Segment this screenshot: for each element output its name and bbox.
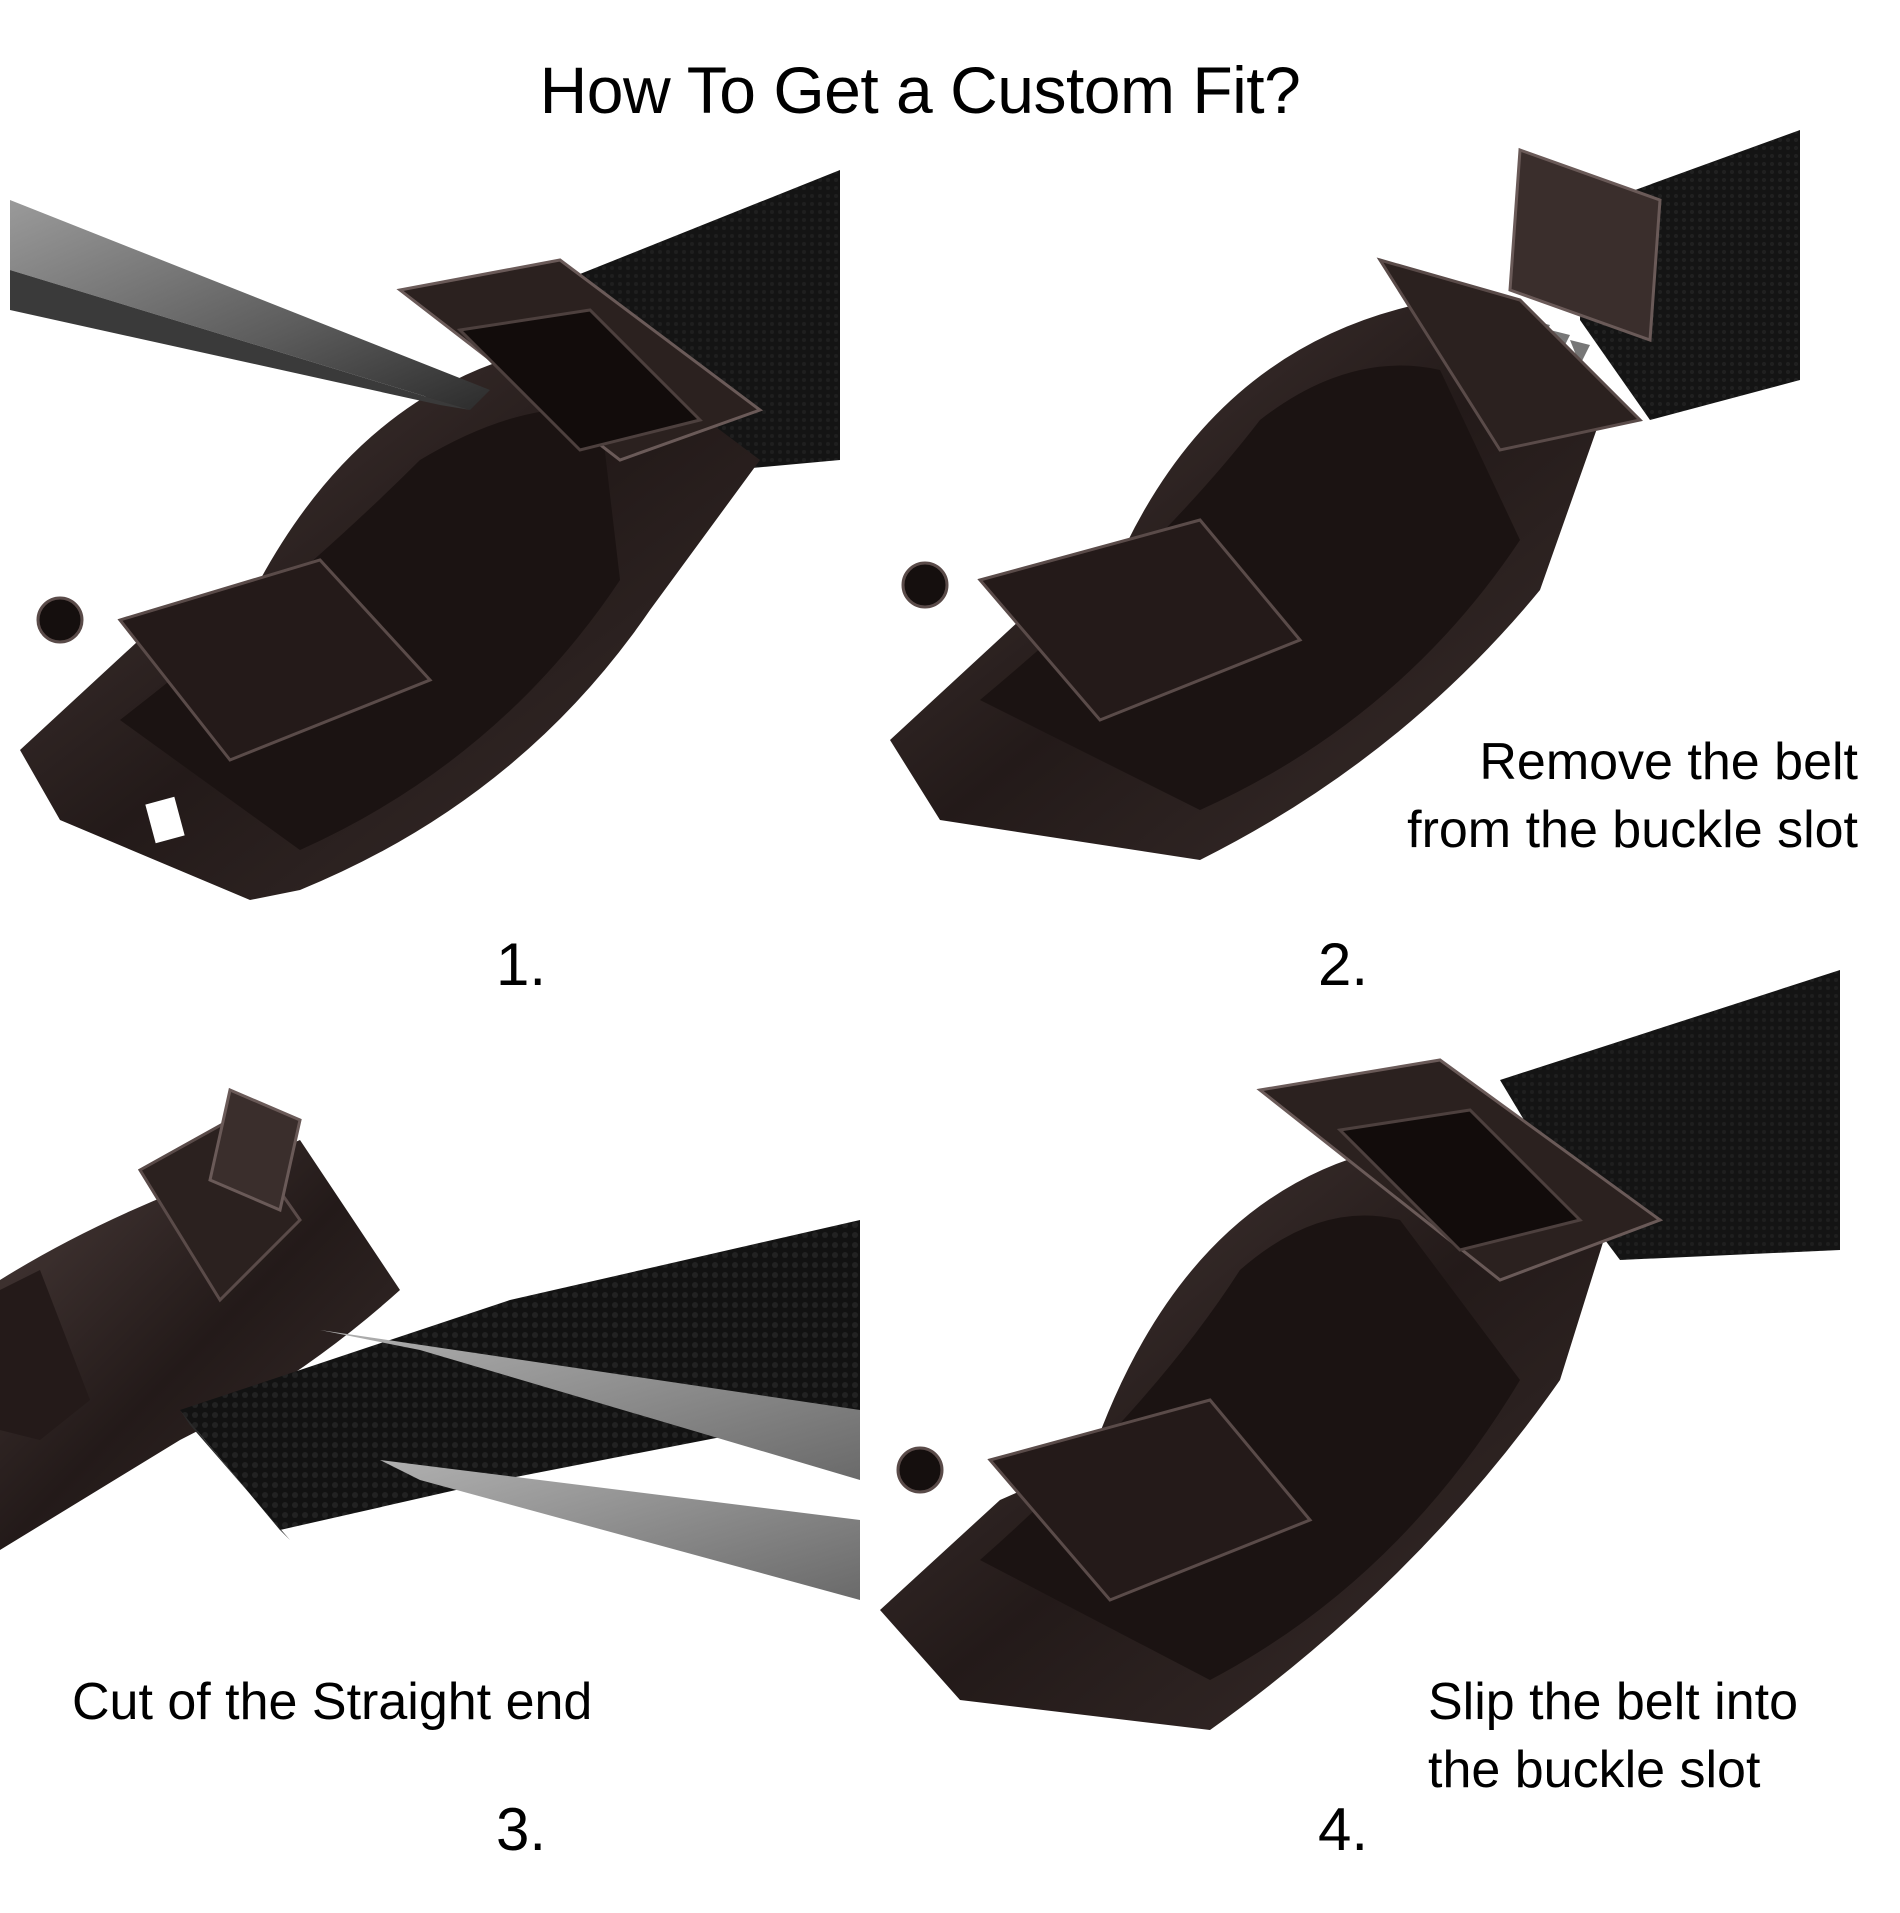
step-4-image (880, 960, 1880, 1780)
step-2-number: 2. (1318, 931, 1369, 998)
step-2-image (880, 120, 1880, 900)
scissors-blade-top (320, 1330, 860, 1480)
buckle-clamp-flap (208, 1087, 302, 1213)
buckle-knob (896, 1446, 944, 1494)
caption-line: Slip the belt into (1428, 1673, 1799, 1731)
buckle-knob (901, 561, 949, 609)
page-title: How To Get a Custom Fit? (539, 53, 1301, 127)
buckle-clamp-flap (1508, 147, 1662, 343)
buckle-closed-illustration (880, 970, 1840, 1730)
step-4-caption: Slip the belt into the buckle slot (1428, 1668, 1798, 1804)
buckle-knob (36, 596, 84, 644)
step-3-caption: Cut of the Straight end (72, 1673, 593, 1731)
buckle-frame (0, 1140, 400, 1550)
scissors-cutting-illustration (0, 1087, 860, 1600)
step-1-image (0, 160, 860, 920)
scissors-blade-bottom (380, 1460, 860, 1600)
step-4-number: 4. (1318, 1796, 1369, 1863)
step-3-number: 3. (496, 1796, 547, 1863)
caption-line: Remove the belt (1479, 733, 1858, 791)
buckle-open-illustration (890, 130, 1800, 860)
buckle-bar (117, 558, 433, 762)
caption-line: the buckle slot (1428, 1741, 1761, 1799)
buckle-with-tool-illustration (10, 170, 840, 900)
step-3-image (0, 1080, 860, 1680)
pointed-tool (10, 200, 490, 410)
step-1-number: 1. (496, 931, 547, 998)
buckle-bar (987, 1398, 1313, 1602)
caption-line: from the buckle slot (1407, 801, 1858, 859)
buckle-bar (977, 518, 1303, 722)
step-2-caption: Remove the belt from the buckle slot (1407, 728, 1858, 864)
